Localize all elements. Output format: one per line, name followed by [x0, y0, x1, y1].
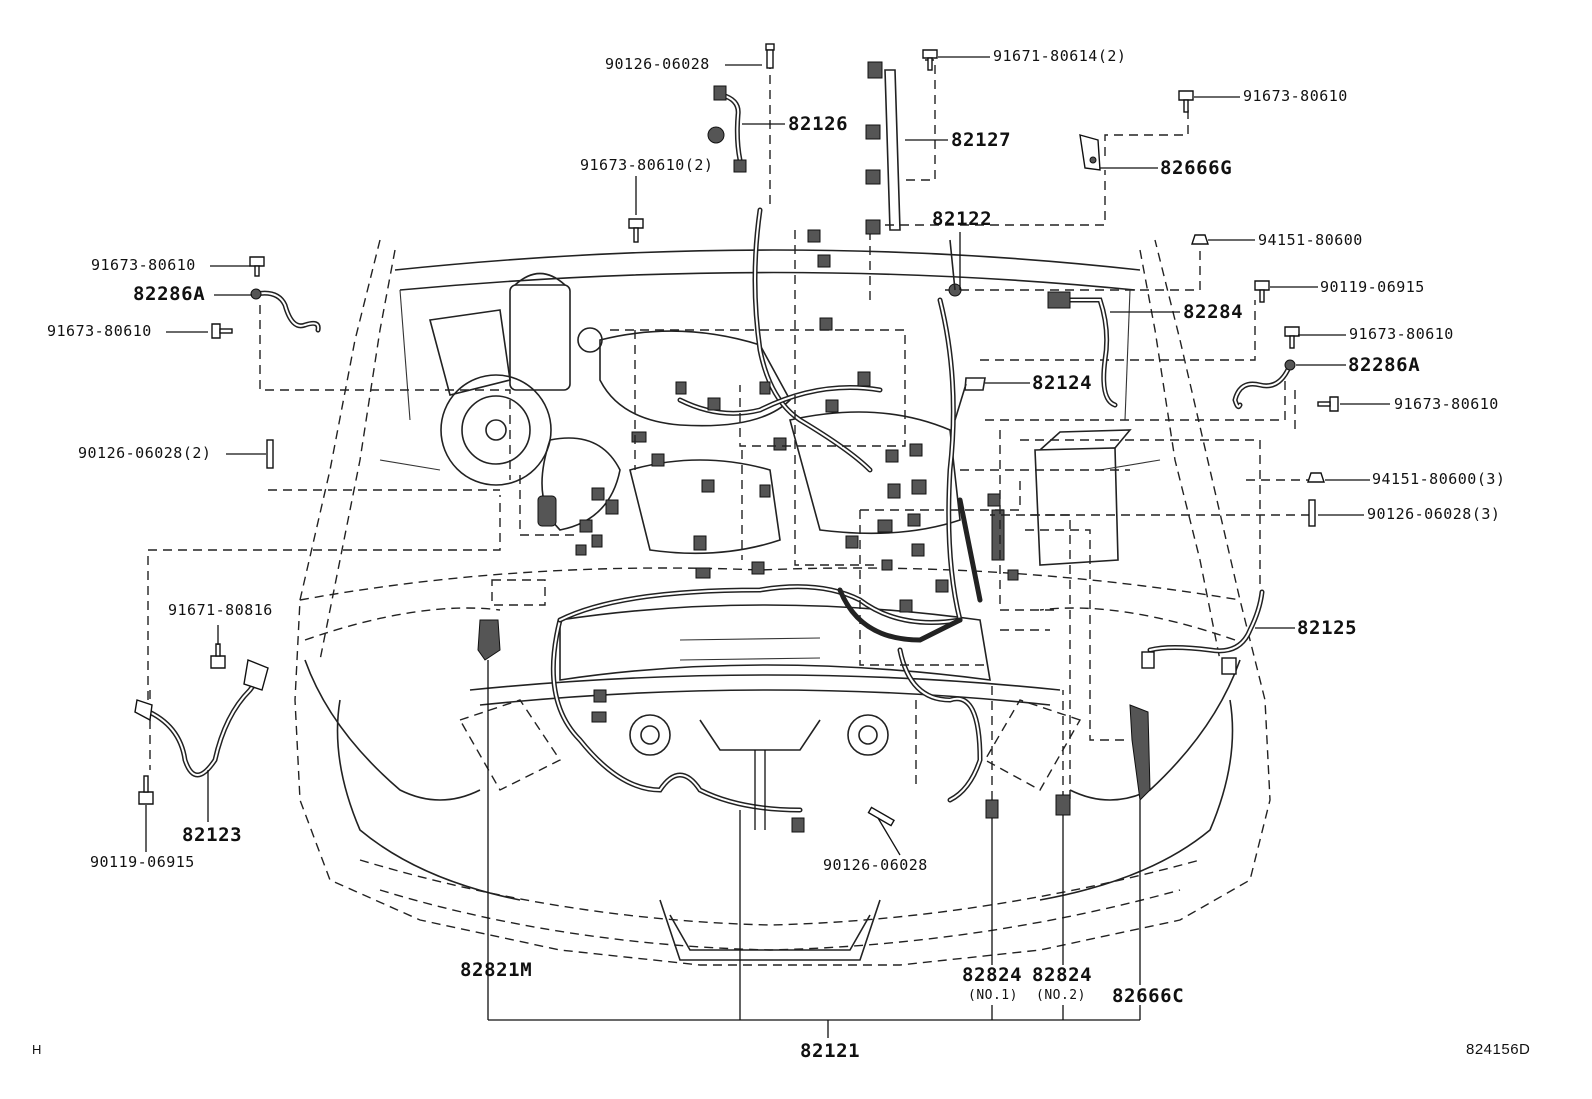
bolt-icon: [210, 643, 226, 669]
label-82121: 82121: [800, 1040, 861, 1062]
vehicle-body-outline: [294, 239, 1271, 966]
cable-82286A-right: [1232, 359, 1296, 410]
label-82125: 82125: [1297, 617, 1358, 639]
harness-82122: [948, 239, 962, 297]
label-82666G: 82666G: [1160, 157, 1233, 179]
label-82666C: 82666C: [1112, 985, 1185, 1007]
sub-harness-82127: [865, 61, 901, 235]
bolt-icon: [922, 49, 938, 71]
label-82127: 82127: [951, 129, 1012, 151]
fasteners: [138, 43, 1339, 827]
nut-icon: [1307, 472, 1325, 483]
harness-82124: [954, 377, 986, 421]
label-82821M: 82821M: [460, 959, 533, 981]
assembly-dash-lines: [147, 59, 1315, 800]
label-82122: 82122: [932, 208, 993, 230]
bolt-icon: [249, 256, 265, 277]
label-90119-06915-left: 90119-06915: [90, 853, 195, 871]
harness-82284: [1047, 291, 1118, 408]
label-91673-80610-left-2: 91673-80610: [47, 322, 152, 340]
bolt-icon: [1284, 326, 1300, 349]
label-82824-no2: 82824: [1032, 964, 1093, 986]
connector-blocks: [537, 229, 1019, 833]
sensor-82821M: [477, 619, 501, 661]
label-94151-80600: 94151-80600: [1258, 231, 1363, 249]
label-90126-06028-bottom: 90126-06028: [823, 856, 928, 874]
label-82124: 82124: [1032, 372, 1093, 394]
bolt-icon: [628, 218, 644, 243]
cable-82123: [134, 659, 269, 778]
label-82286A-left: 82286A: [133, 283, 206, 305]
label-91671-80816: 91671-80816: [168, 601, 273, 619]
label-91671-80614-2: 91671-80614(2): [993, 47, 1127, 65]
corner-code-left: H: [32, 1042, 42, 1057]
leader-lines: [145, 56, 1390, 1038]
cable-82286A-left: [250, 288, 321, 333]
bolt-icon: [211, 323, 233, 339]
stud-icon: [1308, 499, 1316, 527]
nut-icon: [1191, 234, 1209, 245]
sub-harness-82126: [707, 85, 747, 173]
label-91673-80610-2: 91673-80610(2): [580, 156, 714, 174]
label-94151-80600-3: 94151-80600(3): [1372, 470, 1506, 488]
label-82824-no2-sub: (NO.2): [1036, 988, 1086, 1003]
label-82824-no1: 82824: [962, 964, 1023, 986]
stud-icon: [867, 806, 895, 827]
main-harness-82121: [550, 207, 983, 813]
label-90126-06028-2: 90126-06028(2): [78, 444, 212, 462]
bolt-icon: [765, 43, 775, 69]
label-91673-80610-left-1: 91673-80610: [91, 256, 196, 274]
bolt-icon: [1178, 90, 1194, 113]
label-91673-80610-top: 91673-80610: [1243, 87, 1348, 105]
label-90126-06028-top: 90126-06028: [605, 55, 710, 73]
label-90126-06028-3: 90126-06028(3): [1367, 505, 1501, 523]
bolt-icon: [1254, 280, 1270, 303]
label-91673-80610-right-2: 91673-80610: [1394, 395, 1499, 413]
cable-82125: [1141, 589, 1265, 675]
label-82126: 82126: [788, 113, 849, 135]
bracket-82666C: [1129, 704, 1151, 802]
label-82286A-right: 82286A: [1348, 354, 1421, 376]
label-82824-no1-sub: (NO.1): [968, 988, 1018, 1003]
label-82284: 82284: [1183, 301, 1244, 323]
diagram-code: 824156D: [1466, 1041, 1531, 1058]
bolt-icon: [1317, 396, 1339, 412]
stud-icon: [266, 439, 274, 469]
label-90119-06915-right: 90119-06915: [1320, 278, 1425, 296]
label-82123: 82123: [182, 824, 243, 846]
bolt-icon: [138, 775, 154, 805]
label-91673-80610-right-1: 91673-80610: [1349, 325, 1454, 343]
bracket-82666G: [1079, 134, 1101, 171]
sensor-82824: [985, 794, 1071, 819]
